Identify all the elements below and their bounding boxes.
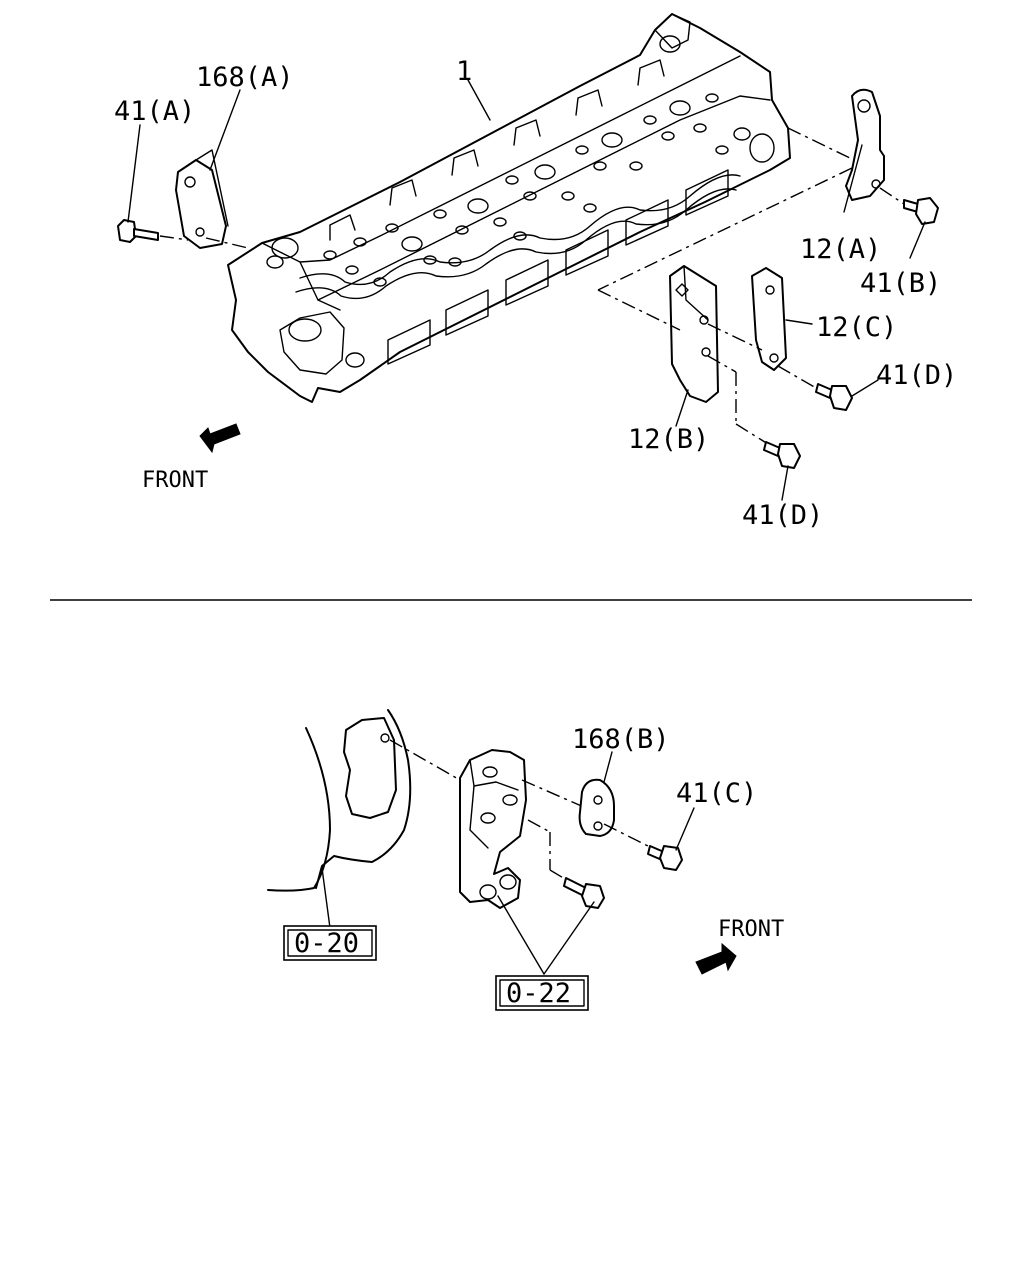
label-168a: 168(A) — [196, 62, 294, 93]
leader-12b — [675, 389, 689, 427]
label-41a: 41(A) — [114, 96, 195, 127]
label-41c: 41(C) — [676, 778, 757, 809]
label-41d-right: 41(D) — [876, 360, 957, 391]
guide-housing-bracket — [389, 739, 461, 781]
guide-41b — [879, 187, 905, 205]
label-41b: 41(B) — [860, 268, 941, 299]
engine-mount-bracket — [459, 749, 527, 909]
label-0-20: 0-20 — [294, 928, 359, 959]
label-front-top: FRONT — [142, 468, 208, 493]
leader-168a — [209, 89, 241, 171]
cylinder-head-holes — [323, 93, 729, 287]
bolt-41b — [903, 197, 939, 225]
bolt-41c — [647, 845, 683, 871]
label-cylinder-head: 1 — [456, 56, 472, 87]
bracket-168a — [175, 149, 229, 249]
label-0-22: 0-22 — [506, 978, 571, 1009]
guide-41d-bottom — [707, 355, 737, 373]
bracket-168b — [578, 778, 615, 837]
guide-41d-right — [777, 365, 817, 389]
leader-41b — [909, 221, 926, 259]
guide-41d-bottom-3 — [735, 423, 769, 445]
bracket-12b — [669, 265, 719, 403]
bracket-12a — [845, 88, 885, 201]
bolt-mount — [563, 877, 605, 909]
label-front-bottom: FRONT — [718, 917, 784, 942]
guide-12b-long — [597, 167, 853, 291]
guide-bolt-vert — [527, 819, 551, 833]
label-168b: 168(B) — [572, 724, 670, 755]
bolt-41d-bottom — [763, 441, 801, 469]
leader-0-20 — [321, 867, 331, 929]
ref-box-0-22: 0-22 — [495, 975, 589, 1011]
front-arrow-bottom-icon — [695, 942, 737, 975]
bottom-labels: 168(B) 41(C) FRONT — [572, 724, 784, 942]
bolt-41a — [117, 219, 249, 249]
label-12b: 12(B) — [628, 424, 709, 455]
guide-41c — [603, 823, 653, 849]
leader-0-22-b — [543, 901, 595, 975]
front-arrow-top-icon — [199, 423, 241, 454]
leader-168b — [603, 751, 613, 783]
top-labels: 1 168(A) 41(A) 12(A) 41(B) 12(C) 41(D) 1… — [114, 56, 957, 531]
guide-12b — [597, 289, 681, 331]
leader-1 — [467, 79, 491, 121]
guide-12a — [787, 127, 855, 161]
engine-housing — [267, 709, 412, 892]
label-41d-bottom: 41(D) — [742, 500, 823, 531]
leader-12a — [843, 144, 863, 213]
guide-bracket-168b — [521, 779, 587, 809]
leader-41d-bottom — [781, 465, 789, 501]
leader-0-22-a — [497, 895, 545, 975]
ref-box-0-20: 0-20 — [283, 925, 377, 961]
bracket-12c — [751, 267, 787, 371]
leader-41a — [127, 124, 141, 223]
bolt-41d-right — [815, 383, 853, 411]
leader-41c — [675, 807, 695, 851]
leader-12c — [785, 319, 813, 325]
guide-12c — [707, 323, 763, 351]
leader-41d-right — [851, 379, 879, 397]
label-12c: 12(C) — [816, 312, 897, 343]
cylinder-head — [227, 13, 791, 403]
label-12a: 12(A) — [800, 234, 881, 265]
